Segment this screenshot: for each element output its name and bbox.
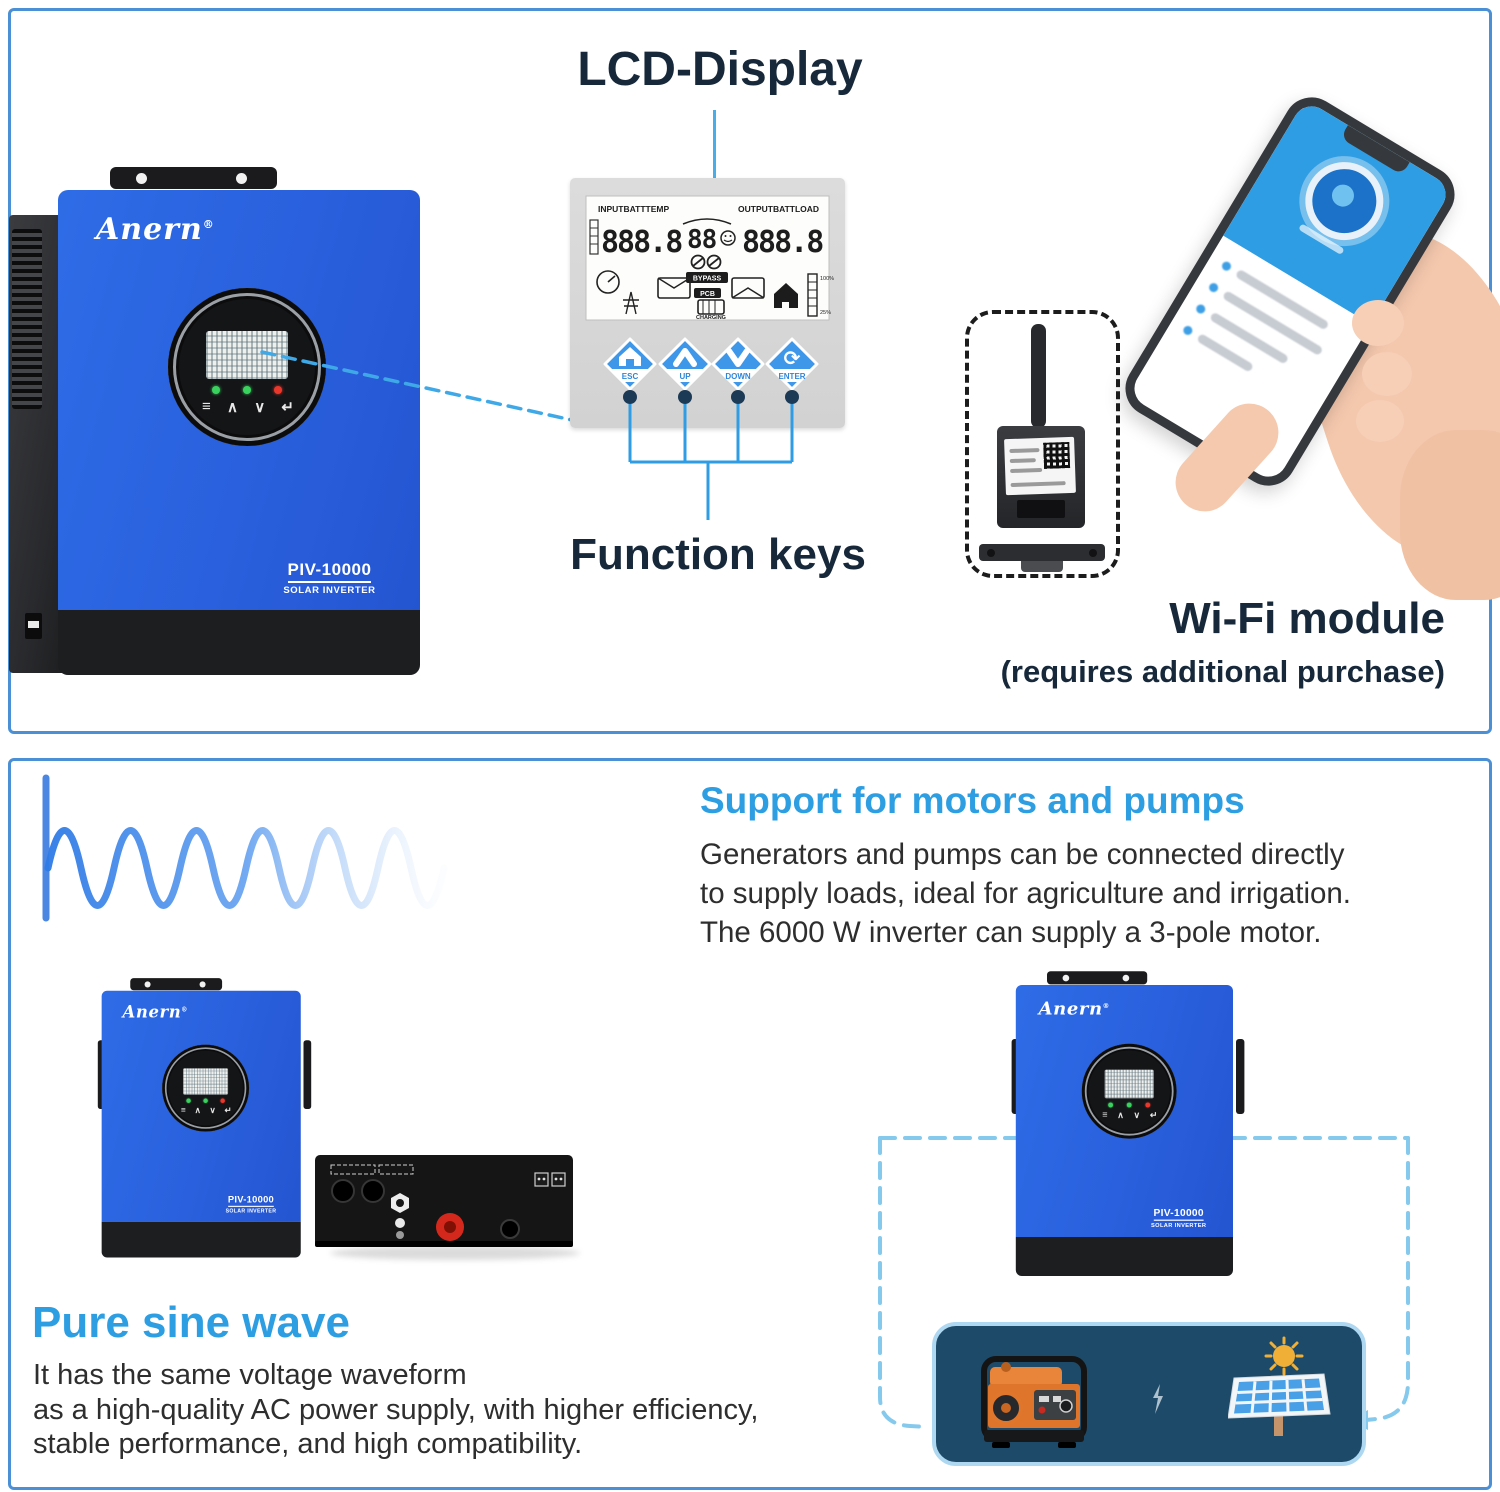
lcd-input-label: INPUTBATTTEMP — [598, 204, 669, 214]
enter-icon: ↵ — [281, 399, 294, 416]
sine-paragraph: It has the same voltage waveform as a hi… — [33, 1358, 758, 1462]
refresh-icon: ⟳ — [784, 346, 801, 370]
arrow-down-icon — [726, 348, 750, 367]
wifi-module-note: (requires additional purchase) — [1000, 654, 1445, 689]
app-gauge-icon — [1290, 147, 1398, 255]
menu-icon: ≡ — [202, 398, 211, 415]
status-leds — [212, 386, 282, 394]
inverter-bottom-band — [101, 1221, 301, 1258]
model-label: PIV-10000 SOLAR INVERTER — [1150, 1207, 1207, 1229]
inverter-terminal-box — [315, 1155, 573, 1247]
lcd-right-value: 888.8 — [742, 225, 823, 260]
arrow-up-icon — [673, 348, 697, 367]
function-key-up[interactable]: UP — [657, 336, 713, 392]
motors-line-2: to supply loads, ideal for agriculture a… — [700, 877, 1352, 910]
model-label: PIV-10000 SOLAR INVERTER — [225, 1194, 277, 1215]
inverter-bottom-band — [58, 610, 420, 675]
brand-logo: Anern® — [1038, 998, 1110, 1020]
function-key-enter[interactable]: ⟳ ENTER — [764, 336, 820, 392]
up-icon: ∧ — [226, 399, 238, 416]
function-key-esc-label: ESC — [622, 372, 639, 381]
lcd-pct-full: 100% — [820, 276, 834, 282]
spark-icon — [1153, 1384, 1163, 1414]
wifi-module-label — [1004, 436, 1076, 496]
sine-line-1: It has the same voltage waveform — [33, 1359, 467, 1391]
wifi-connector — [1021, 561, 1063, 572]
model-label: PIV-10000 SOLAR INVERTER — [283, 560, 376, 596]
function-keys-title: Function keys — [570, 530, 866, 579]
wifi-pin-block — [1017, 500, 1065, 518]
lcd-left-value: 888.8 — [601, 225, 682, 260]
usb-port-icon — [25, 613, 42, 639]
motors-line-1: Generators and pumps can be connected di… — [700, 838, 1345, 871]
inverter-product-photo: Anern® ≡ ∧ ∨ ↵ PIV-10000 SOLAR INVERTER — [9, 165, 435, 680]
mounting-bracket — [110, 167, 277, 189]
lcd-pcb-badge: PCB — [700, 291, 715, 298]
hand-wrist — [1400, 430, 1500, 600]
sine-line-2: as a high-quality AC power supply, with … — [33, 1393, 759, 1426]
motors-heading: Support for motors and pumps — [700, 780, 1245, 821]
inverter-front-right: Anern® ≡∧∨↵ PIV-10000 SOLAR INVERTER — [1011, 970, 1245, 1279]
inverter-bottom-band — [1015, 1237, 1233, 1276]
brand-logo: Anern® — [96, 212, 215, 247]
mounting-bracket — [130, 978, 223, 991]
lcd-bypass-badge: BYPASS — [693, 276, 722, 283]
home-icon — [619, 347, 641, 366]
sine-wave-graphic — [21, 774, 456, 922]
function-key-up-label: UP — [679, 372, 691, 381]
generator-icon — [981, 1356, 1087, 1448]
lcd-charging-label: CHARGING — [696, 315, 726, 321]
function-key-down-label: DOWN — [725, 372, 751, 381]
sun-icon — [1264, 1336, 1304, 1376]
lcd-panel: INPUTBATTTEMP OUTPUTBATTLOAD 888.8 88 88… — [570, 178, 845, 428]
wifi-antenna — [1031, 324, 1046, 428]
inverter-side-heatsink — [9, 215, 65, 673]
power-sources-box — [932, 1322, 1366, 1466]
lcd-output-label: OUTPUTBATTLOAD — [738, 204, 819, 214]
down-icon: ∨ — [254, 399, 266, 416]
inverter-front-face: Anern® ≡ ∧ ∨ ↵ PIV-10000 SOLAR INVERTER — [58, 190, 420, 610]
display-dial: ≡∧∨↵ — [162, 1044, 250, 1132]
function-key-enter-label: ENTER — [778, 372, 805, 381]
lcd-title-connector-line — [713, 110, 716, 178]
sine-heading: Pure sine wave — [32, 1298, 350, 1347]
inverter-front-left: Anern® ≡∧∨↵ PIV-10000 SOLAR INVERTER — [97, 977, 312, 1260]
wifi-module-dashed-box — [965, 310, 1120, 578]
control-buttons: ≡ ∧ ∨ ↵ — [202, 398, 294, 416]
sine-line-3: stable performance, and high compatibili… — [33, 1428, 583, 1460]
function-keys-connector — [623, 390, 799, 520]
heatsink-vents-icon — [12, 229, 42, 409]
function-key-esc[interactable]: ESC — [602, 336, 658, 392]
lcd-display-title: LCD-Display — [577, 43, 863, 96]
motors-paragraph: Generators and pumps can be connected di… — [700, 835, 1351, 952]
inverter-front-face: Anern® ≡∧∨↵ PIV-10000 SOLAR INVERTER — [101, 990, 301, 1222]
mounting-bracket — [1047, 971, 1148, 985]
brand-logo: Anern® — [122, 1002, 188, 1023]
wifi-module-body — [997, 426, 1085, 528]
inverter-front-face: Anern® ≡∧∨↵ PIV-10000 SOLAR INVERTER — [1015, 985, 1233, 1237]
lcd-center-value: 88 — [687, 225, 717, 255]
qr-code-icon — [1043, 441, 1071, 469]
lcd-pct-low: 25% — [820, 310, 831, 316]
motors-line-3: The 6000 W inverter can supply a 3-pole … — [700, 916, 1322, 949]
display-dial: ≡∧∨↵ — [1081, 1043, 1177, 1139]
function-key-down[interactable]: DOWN — [710, 336, 766, 392]
lcd-callout-dashed-line — [260, 350, 574, 422]
wifi-module-title: Wi-Fi module — [1169, 594, 1445, 643]
display-dial: ≡ ∧ ∨ ↵ — [168, 288, 326, 446]
wifi-flange — [979, 544, 1105, 561]
solar-panel-icon — [1228, 1336, 1331, 1436]
